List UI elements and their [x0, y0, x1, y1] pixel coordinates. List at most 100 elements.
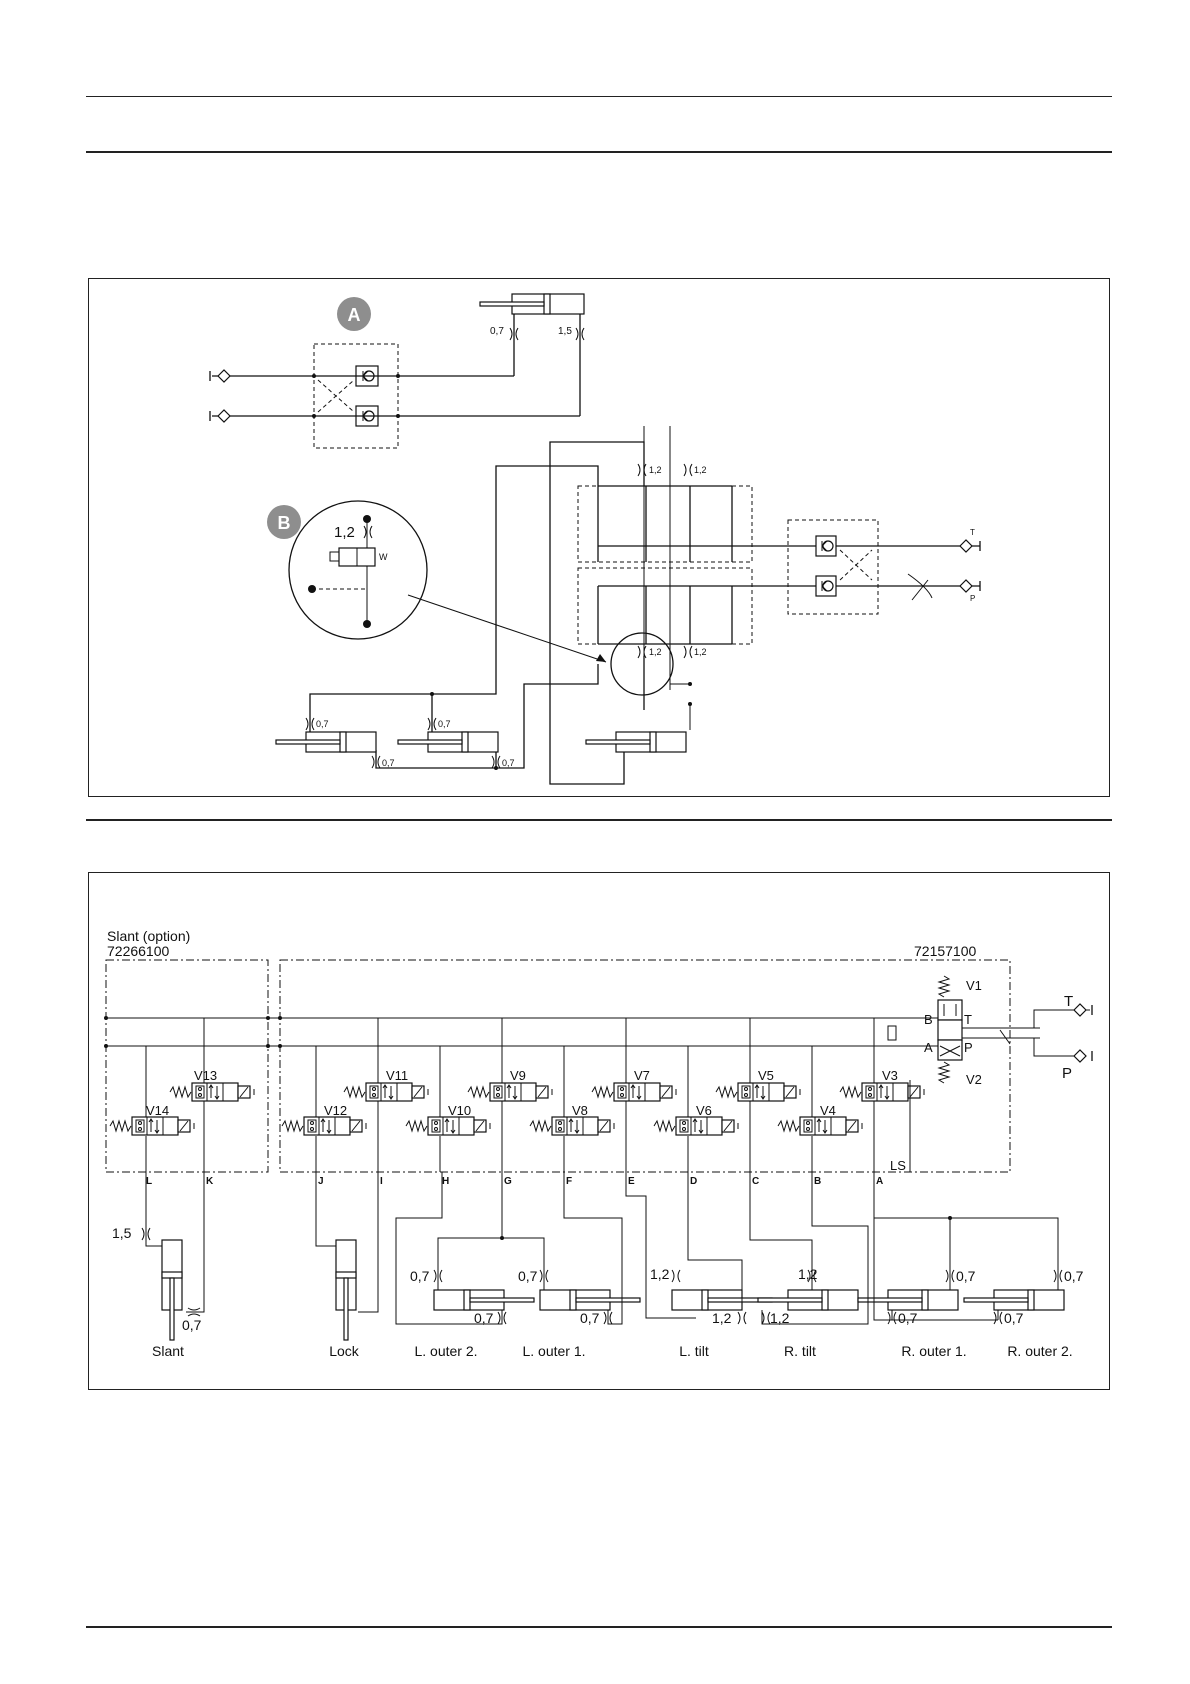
slant-title: Slant (option) [107, 928, 190, 944]
side-label-t: T [964, 1012, 972, 1027]
cylinder-caption: R. outer 1. [901, 1343, 966, 1359]
cylinder-l-outer-1 [539, 1289, 641, 1311]
valve-label-v10: V10 [448, 1103, 471, 1118]
cylinder-caption: Slant [152, 1343, 184, 1359]
orifice-label: 0,7 [518, 1268, 538, 1284]
port-b: B [814, 1176, 821, 1187]
valve-v11 [344, 1083, 428, 1101]
detail-b-target [610, 632, 674, 696]
orifice-label: 0,7 [474, 1310, 494, 1326]
orifice-label: 0,7 [182, 1317, 202, 1333]
main-part-number: 72157100 [914, 943, 977, 959]
valve-label-v5: V5 [758, 1068, 774, 1083]
diagram-frame-top [88, 278, 1110, 797]
orifice-label: 1,2 [694, 647, 707, 657]
orifice-label: 0,7 [956, 1268, 976, 1284]
port-d: D [690, 1176, 697, 1187]
badge-b: B [267, 505, 301, 539]
output-p-label: P [1062, 1065, 1072, 1082]
orifice-label: 0,7 [1004, 1310, 1024, 1326]
cylinder-l-tilt [671, 1289, 773, 1311]
orifice-label: 0,7 [410, 1268, 430, 1284]
badge-a: A [337, 297, 371, 331]
port-f: F [566, 1176, 572, 1187]
check-valve-block-t-p [787, 519, 879, 615]
manifold-upper [577, 485, 753, 563]
valve-label-v7: V7 [634, 1068, 650, 1083]
valve-v8 [530, 1117, 614, 1135]
badge-b-label: B [278, 513, 291, 533]
manifold-lower [577, 567, 753, 645]
orifice-label: 0,7 [1064, 1268, 1084, 1284]
badge-a-label: A [348, 305, 361, 325]
cylinder-caption: R. outer 2. [1007, 1343, 1072, 1359]
port-t-label: T [970, 528, 975, 537]
port-k: K [206, 1176, 214, 1187]
orifice-label: 0,7 [502, 758, 515, 768]
port-p-label: P [970, 594, 975, 603]
valve-label-v11: V11 [386, 1068, 408, 1083]
orifice-label: 1,5 [112, 1225, 132, 1241]
valve-v14 [110, 1117, 194, 1135]
detail-w-label: W [379, 552, 388, 562]
cylinder-caption: R. tilt [784, 1343, 816, 1359]
orifice-label: 0,7 [382, 758, 395, 768]
port-e: E [628, 1176, 635, 1187]
valve-label-v13: V13 [194, 1068, 217, 1083]
slant-part-number: 72266100 [107, 943, 170, 959]
cylinder-l-outer-2 [433, 1289, 535, 1311]
valve-label-v9: V9 [510, 1068, 526, 1083]
cylinder-caption: L. tilt [679, 1343, 709, 1359]
port-l: L [146, 1176, 152, 1187]
orifice-label: 1,2 [649, 465, 662, 475]
detail-orifice-label: 1,2 [334, 524, 355, 541]
diagram-frame-bottom [88, 872, 1110, 1390]
footer-rule [86, 1626, 1112, 1628]
valve-label-v1: V1 [966, 978, 982, 993]
header-rule-bottom [86, 151, 1112, 153]
valve-label-v14: V14 [146, 1103, 169, 1118]
port-h: H [442, 1176, 449, 1187]
valve-v4 [778, 1117, 862, 1135]
valve-v5 [716, 1083, 800, 1101]
orifice-label: 1,2 [694, 465, 707, 475]
slant-valve-block [105, 959, 269, 1173]
side-label-b: B [924, 1012, 933, 1027]
side-label-p: P [964, 1040, 973, 1055]
valve-v1-v2 [920, 975, 1040, 1084]
orifice-label: 1,2 [650, 1266, 670, 1282]
orifice-label: 1,2 [712, 1310, 732, 1326]
valve-label-v6: V6 [696, 1103, 712, 1118]
cylinder [275, 731, 377, 753]
orifice-label: 0,7 [580, 1310, 600, 1326]
cylinder-r-outer-2 [963, 1289, 1065, 1311]
orifice-label: 1,2 [770, 1310, 790, 1326]
valve-label-v8: V8 [572, 1103, 588, 1118]
valve-v12 [282, 1117, 366, 1135]
cylinder-r-tilt [757, 1289, 859, 1311]
output-t-label: T [1064, 993, 1073, 1010]
orifice-label: 0,7 [898, 1310, 918, 1326]
orifice-label: 0,7 [490, 326, 504, 337]
orifice-label: 1,2 [798, 1266, 818, 1282]
diagram-top: A 0,7 1,5 B 1,2 [209, 293, 981, 785]
port-c: C [752, 1176, 759, 1187]
port-g: G [504, 1176, 512, 1187]
orifice-label: 1,2 [649, 647, 662, 657]
valve-label-v12: V12 [324, 1103, 347, 1118]
port-a: A [876, 1176, 883, 1187]
ls-label: LS [890, 1158, 906, 1173]
port-i: I [380, 1176, 383, 1187]
valve-v9 [468, 1083, 552, 1101]
cylinder-caption: L. outer 2. [414, 1343, 477, 1359]
valve-label-v4: V4 [820, 1103, 836, 1118]
valve-v3 [840, 1083, 924, 1101]
detail-b-circle [288, 500, 428, 640]
valve-label-v3: V3 [882, 1068, 898, 1083]
cylinder [397, 731, 499, 753]
orifice-label: 1,5 [558, 326, 572, 337]
valve-v13 [170, 1083, 254, 1101]
check-valve-block-a [313, 343, 399, 449]
cylinder-caption: L. outer 1. [522, 1343, 585, 1359]
